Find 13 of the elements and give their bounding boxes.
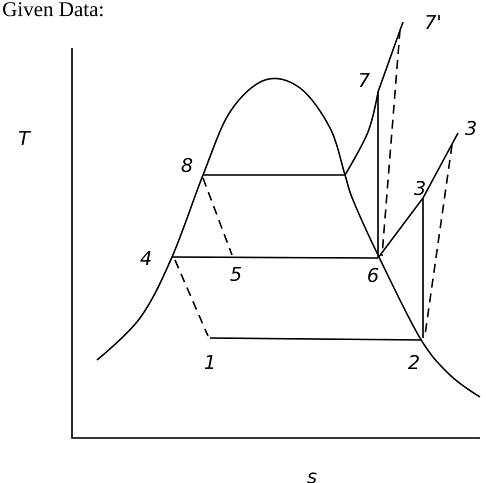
point-label: 7 — [360, 73, 370, 87]
point-label: 5 — [230, 266, 241, 282]
point-label: 8 — [182, 158, 192, 172]
point-label: 2 — [408, 354, 419, 370]
point-label: 7' — [426, 15, 440, 29]
point-label: T — [19, 131, 32, 145]
point-label: s — [307, 472, 317, 483]
point-label: 1 — [204, 355, 214, 369]
point-label: 3 — [465, 120, 476, 136]
point-label: 4 — [140, 251, 151, 265]
point-label: 6 — [368, 268, 378, 282]
title: Given Data: — [3, 2, 103, 16]
point-label: 3 — [414, 180, 425, 196]
